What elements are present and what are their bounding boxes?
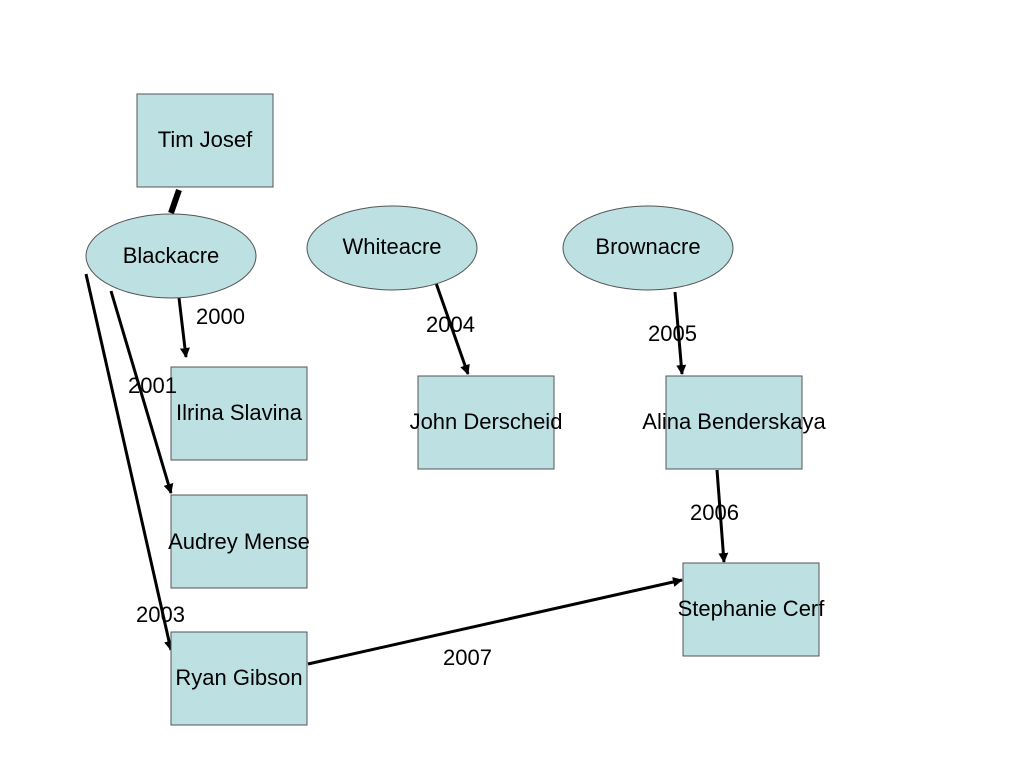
node-tim-josef: Tim Josef <box>136 93 274 188</box>
node-ryan-gibson: Ryan Gibson <box>170 631 308 726</box>
node-stephanie-cerf: Stephanie Cerf <box>678 562 826 657</box>
node-whiteacre-label: Whiteacre <box>342 234 441 259</box>
node-irina-slavina: Ilrina Slavina <box>170 366 308 461</box>
edge-whiteacre-to-john <box>434 282 470 375</box>
node-tim-josef-label: Tim Josef <box>158 127 253 152</box>
edge-label-2005: 2005 <box>648 321 697 346</box>
node-brownacre-label: Brownacre <box>595 234 700 259</box>
node-john-derscheid: John Derscheid <box>410 375 563 470</box>
edge-label-2003: 2003 <box>136 602 185 627</box>
node-whiteacre: Whiteacre <box>306 205 478 291</box>
node-blackacre: Blackacre <box>85 213 257 299</box>
edge-label-2000: 2000 <box>196 304 245 329</box>
node-ryan-gibson-label: Ryan Gibson <box>175 665 302 690</box>
edge-ryan-to-stephanie <box>307 577 683 666</box>
edge-tim-to-blackacre <box>168 189 182 214</box>
edge-alina-to-stephanie <box>715 469 729 563</box>
node-blackacre-label: Blackacre <box>123 243 220 268</box>
node-stephanie-cerf-label: Stephanie Cerf <box>678 596 826 621</box>
edge-brownacre-to-alina <box>673 291 687 375</box>
node-alina-benderskaya: Alina Benderskaya <box>642 375 826 470</box>
node-audrey-mense: Audrey Mense <box>168 494 310 589</box>
edge-label-2006: 2006 <box>690 500 739 525</box>
edge-blackacre-to-irina <box>177 297 190 358</box>
edge-label-2007: 2007 <box>443 645 492 670</box>
node-irina-slavina-label: Ilrina Slavina <box>176 400 303 425</box>
edge-label-2004: 2004 <box>426 312 475 337</box>
node-john-derscheid-label: John Derscheid <box>410 409 563 434</box>
edge-label-2001: 2001 <box>128 373 177 398</box>
edge-blackacre-to-ryan <box>84 273 174 651</box>
edge-blackacre-to-audrey <box>109 290 174 494</box>
node-audrey-mense-label: Audrey Mense <box>168 529 310 554</box>
node-brownacre: Brownacre <box>562 205 734 291</box>
node-alina-benderskaya-label: Alina Benderskaya <box>642 409 826 434</box>
